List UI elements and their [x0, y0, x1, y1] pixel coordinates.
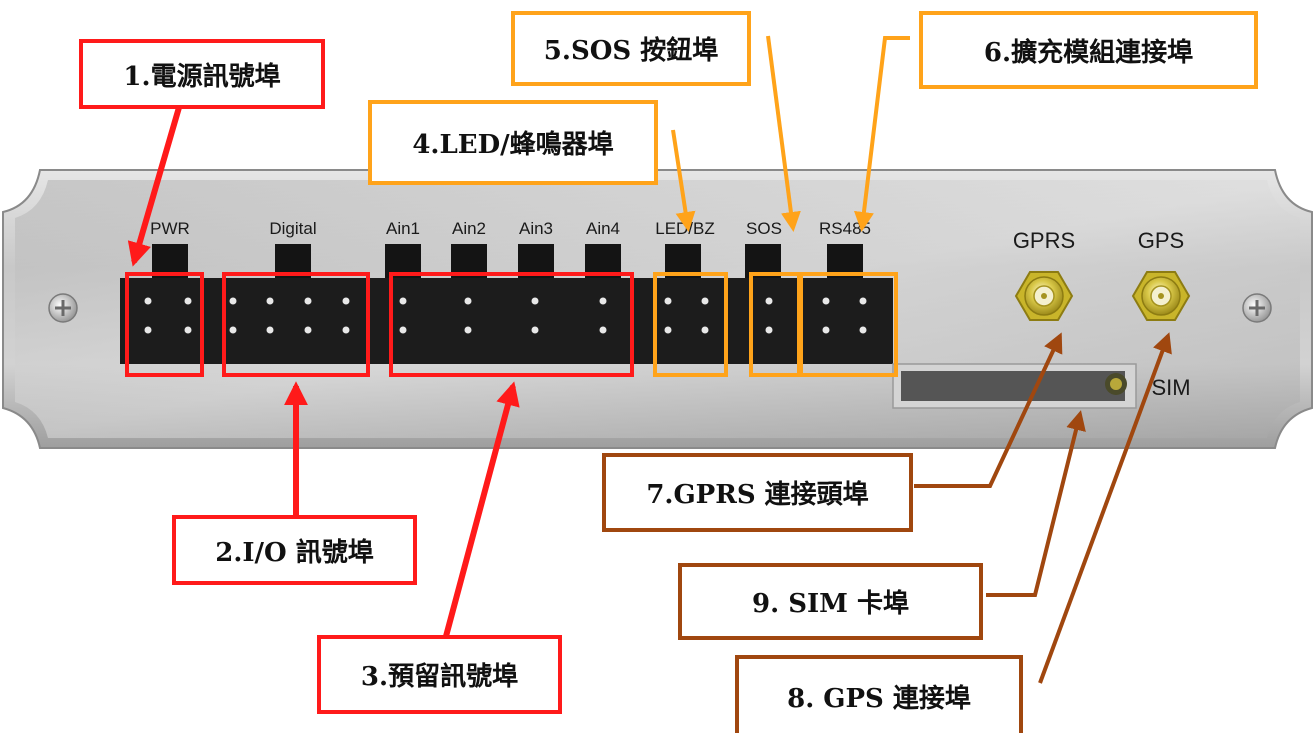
antenna-label-gps: GPS: [1138, 228, 1184, 253]
callout-sim-port: 9. SIM 卡埠: [678, 563, 983, 640]
callout-expansion-port-text: 6.擴充模組連接埠: [983, 37, 1194, 68]
callout-expansion-port: 6.擴充模組連接埠: [919, 11, 1258, 89]
callout-gps-port: 8. GPS 連接埠: [735, 655, 1023, 733]
callout-sim-port-text: 9. SIM 卡埠: [752, 589, 909, 619]
port-label-ain2: Ain2: [452, 219, 486, 238]
callout-led-buzzer-port-text: 4.LED/蜂鳴器埠: [412, 130, 614, 160]
highlight-boxes-orange: [653, 272, 898, 377]
callout-led-buzzer-port: 4.LED/蜂鳴器埠: [368, 100, 658, 185]
callout-power-port: 1.電源訊號埠: [79, 39, 325, 109]
callout-reserved-port-text: 3.預留訊號埠: [360, 662, 519, 692]
port-label-ain1: Ain1: [386, 219, 420, 238]
callout-power-port-text: 1.電源訊號埠: [123, 61, 281, 92]
port-label-sos: SOS: [746, 219, 782, 238]
port-label-ain4: Ain4: [586, 219, 620, 238]
callout-sos-port-text: 5.SOS 按鈕埠: [543, 36, 719, 66]
antenna-label-gprs: GPRS: [1013, 228, 1075, 253]
right-screw-icon: [1242, 293, 1272, 323]
connector-pins: [144, 297, 867, 334]
arrows-red: [127, 103, 520, 641]
callout-sos-port: 5.SOS 按鈕埠: [511, 11, 751, 86]
highlight-boxes-red: [125, 272, 634, 377]
port-label-ledbz: LED/BZ: [655, 219, 715, 238]
callout-gprs-port-text: 7.GPRS 連接頭埠: [646, 480, 869, 510]
port-label-pwr: PWR: [150, 219, 190, 238]
connector-tabs: [152, 244, 863, 278]
callout-io-port-text: 2.I/O 訊號埠: [215, 537, 374, 568]
port-label-digital: Digital: [269, 219, 316, 238]
gps-antenna-connector: [1131, 271, 1191, 321]
gprs-antenna-connector: [1014, 271, 1074, 321]
connector-strip: [120, 278, 893, 364]
callout-io-port: 2.I/O 訊號埠: [172, 515, 417, 585]
callout-gps-port-text: 8. GPS 連接埠: [787, 683, 971, 714]
arrows-orange: [671, 35, 910, 232]
port-label-ain3: Ain3: [519, 219, 553, 238]
arrows-brown: [914, 332, 1172, 684]
callout-gprs-port: 7.GPRS 連接頭埠: [602, 453, 913, 532]
callout-reserved-port: 3.預留訊號埠: [317, 635, 562, 714]
sim-label: SIM: [1151, 375, 1190, 400]
sim-card-slot: [892, 363, 1137, 409]
left-screw-icon: [48, 293, 78, 323]
